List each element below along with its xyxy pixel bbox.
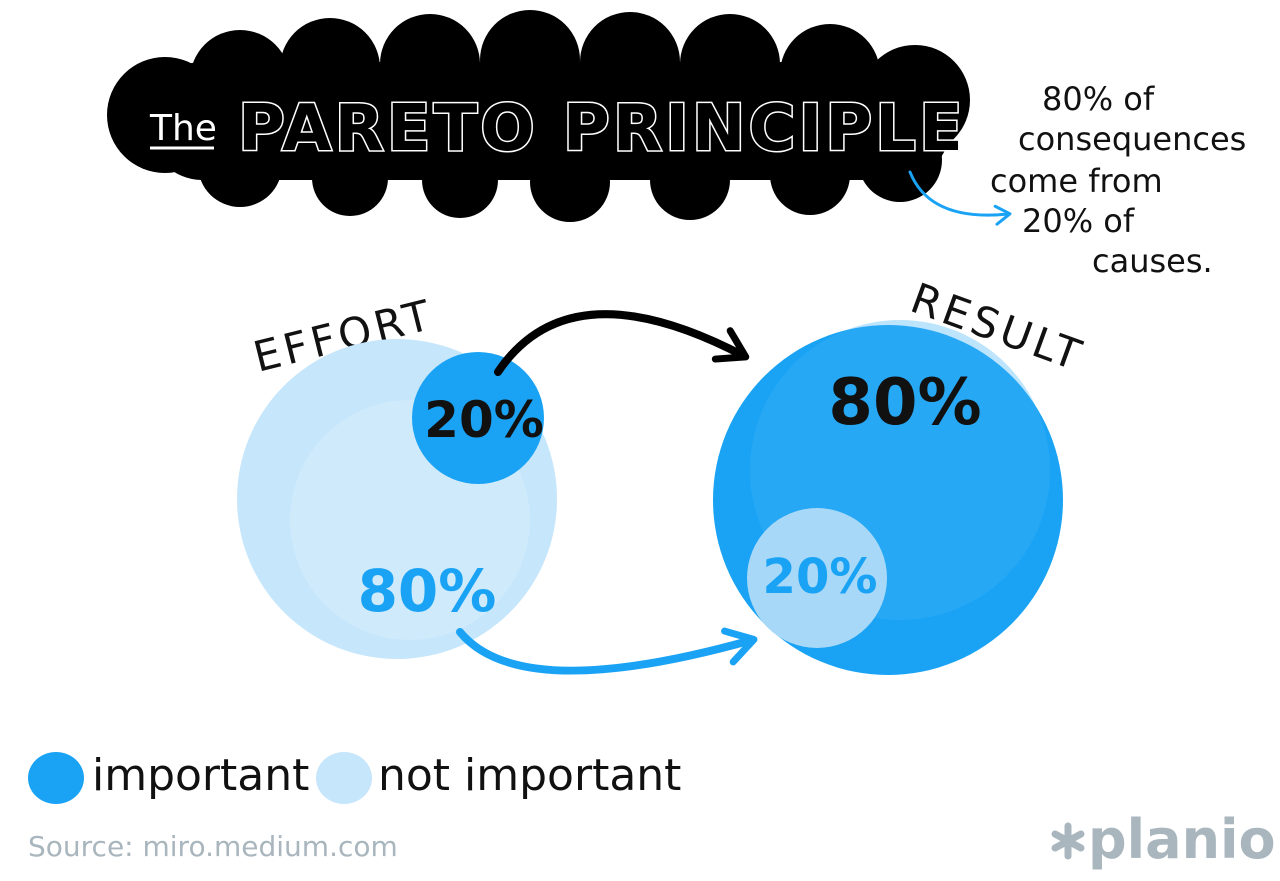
effort-small-circle: [412, 352, 544, 484]
note-line-3: come from: [990, 162, 1163, 200]
legend-important-label: important: [92, 750, 309, 801]
note-line-5: causes.: [1092, 242, 1213, 280]
not-important-flow-arrow: [456, 627, 758, 675]
note-arrow: [908, 170, 1012, 226]
note-line-4: 20% of: [1022, 202, 1135, 240]
note-line-2: consequences: [1018, 120, 1246, 158]
legend: important not important: [28, 750, 681, 804]
effort-big-value: 80%: [358, 557, 497, 625]
effort-small-value: 20%: [424, 391, 544, 449]
legend-not-important-swatch: [316, 752, 372, 804]
result-big-value: 80%: [828, 366, 981, 440]
result-small-circle: [747, 508, 887, 648]
legend-not-important-label: not important: [378, 750, 681, 801]
asterisk-icon: [1051, 822, 1085, 860]
source-credit: Source: miro.medium.com: [28, 830, 398, 863]
page-title: PARETO PRINCIPLE: [238, 92, 966, 166]
result-small-value: 20%: [763, 549, 878, 605]
title-prefix: The: [149, 108, 217, 149]
title-cloud-shape: [107, 10, 970, 222]
result-group: RESULT 80% 20%: [713, 273, 1091, 675]
brand-wordmark: planio: [1088, 808, 1276, 871]
important-flow-arrow: [494, 310, 750, 376]
note-line-1: 80% of: [1042, 80, 1155, 118]
effort-group: EFFORT 20% 80%: [237, 290, 557, 659]
legend-important-swatch: [28, 752, 84, 804]
title-banner: The PARETO PRINCIPLE: [107, 10, 970, 222]
brand-logo: planio: [1051, 808, 1276, 871]
side-note: 80% of consequences come from 20% of cau…: [908, 80, 1246, 280]
